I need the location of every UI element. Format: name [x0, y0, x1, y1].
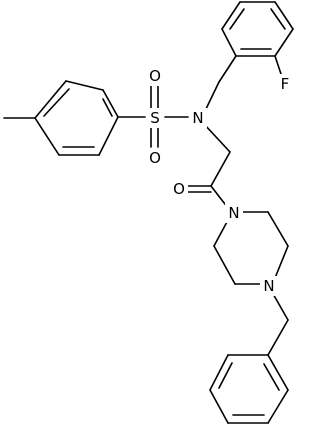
bond [213, 245, 236, 285]
oxygen-atom-top: O [149, 67, 161, 85]
sulfur-atom: S [150, 109, 160, 127]
bond [209, 389, 229, 424]
bond-nitrogen-methylene [203, 123, 231, 153]
bond [98, 116, 119, 156]
tolyl-ring [34, 80, 119, 156]
bond [65, 80, 104, 91]
piperazine-ring [213, 211, 289, 285]
bond [221, 28, 237, 57]
bond [34, 117, 60, 156]
bond-double [43, 88, 70, 117]
bond [209, 354, 229, 391]
molecule-diagram: S O O N F O N N [3, 1, 294, 424]
bond [274, 28, 294, 57]
bond [34, 80, 67, 119]
oxygen-atom-bottom: O [149, 149, 161, 167]
bond [274, 1, 294, 30]
bond-benzyl-ring [267, 319, 289, 356]
bond [274, 245, 289, 279]
bond [102, 89, 119, 118]
bond [267, 389, 289, 424]
bond [267, 211, 289, 247]
chemical-structure-canvas: S O O N F O N N [3, 1, 294, 424]
benzyl-ring [209, 354, 289, 424]
fluorophenyl-ring [218, 1, 294, 83]
bond [267, 354, 289, 391]
bond [213, 219, 229, 247]
nitrogen-atom-piperazine-top: N [228, 204, 239, 222]
bond-double [102, 98, 113, 117]
atom-labels: S O O N F O N N [146, 66, 293, 296]
bond-methylene-carbonyl [210, 151, 231, 187]
bond-double [229, 8, 245, 30]
bond-carbon-fluorine [274, 55, 282, 75]
oxygen-atom-carbonyl: O [173, 180, 185, 198]
bond-double [263, 363, 280, 391]
bond-double [270, 8, 286, 30]
bond [218, 55, 237, 83]
bond-double [218, 362, 233, 389]
bond [221, 1, 241, 30]
nitrogen-atom-sulfonamide: N [192, 109, 203, 127]
nitrogen-atom-piperazine-bottom: N [263, 277, 274, 295]
bond-nitrogen-benzyl [271, 291, 289, 321]
bond-nitrogen-aryl [204, 81, 220, 112]
fluorine-atom: F [281, 75, 290, 93]
